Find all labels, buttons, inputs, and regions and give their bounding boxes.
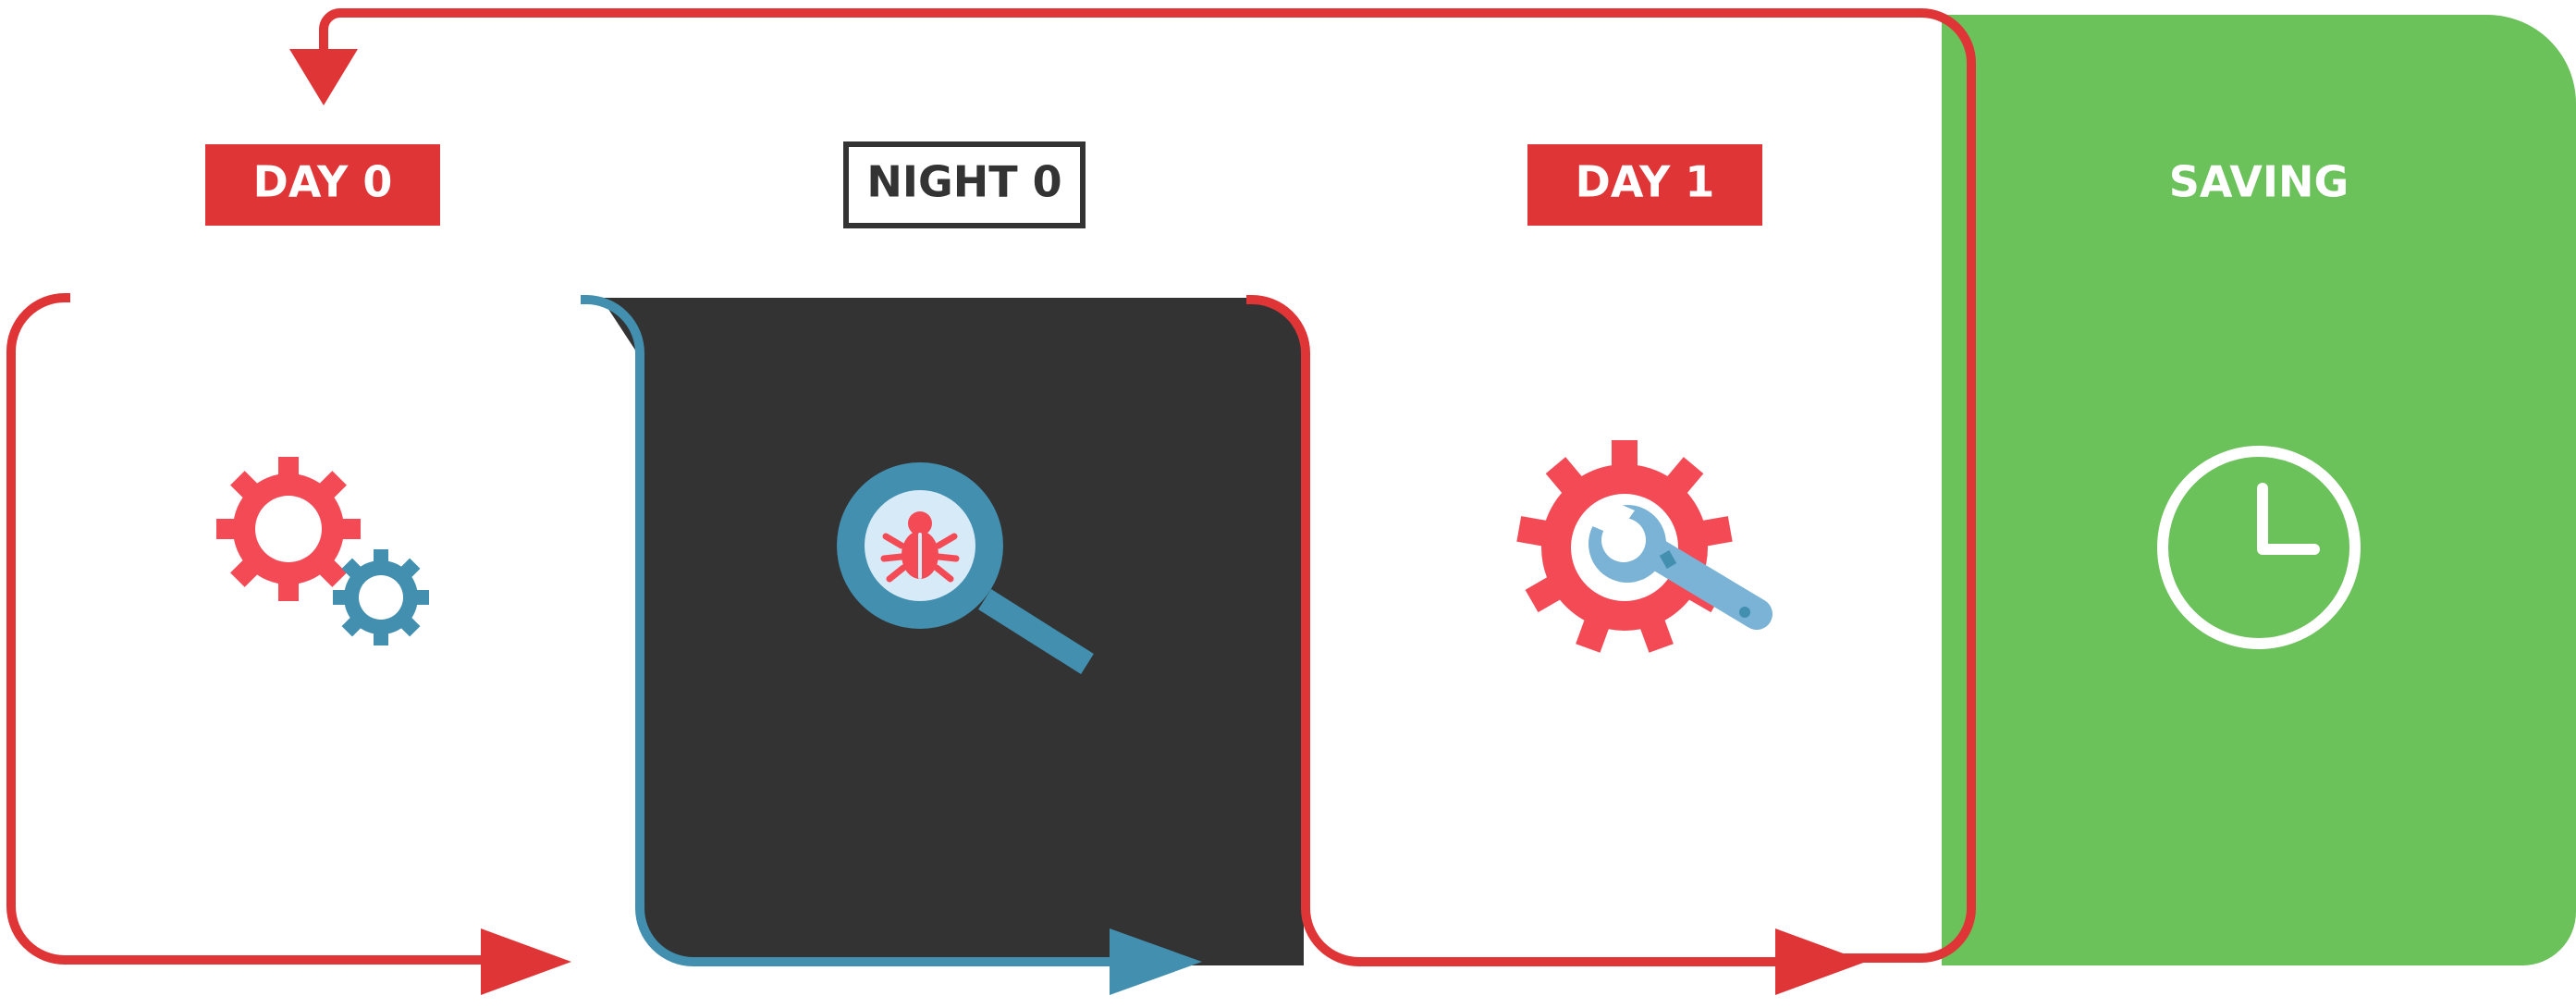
day0-arrow-head [481,928,571,995]
night0-label-text: NIGHT 0 [866,157,1061,207]
day0-label: DAY 0 [205,144,440,226]
day1-arrow-head [1775,928,1866,995]
night0-panel [601,298,1304,965]
night0-label: NIGHT 0 [843,141,1086,228]
day1-flow-line [1246,295,1785,966]
bug-icon [880,511,960,583]
day0-flow-line [6,293,490,965]
large-gear-icon [216,457,361,601]
day1-label-text: DAY 1 [1576,157,1715,207]
gears-icon [216,457,429,645]
day1-label: DAY 1 [1527,144,1762,226]
return-loop-line [319,8,1976,963]
day0-label-text: DAY 0 [253,157,393,207]
return-arrow-head [289,49,358,105]
magnifier-handle [978,589,1094,674]
gear-wrench-icon [1516,440,1773,653]
wrench-icon [1589,499,1773,630]
saving-label-text: SAVING [2169,157,2349,207]
small-gear-icon [333,549,429,645]
bug-search-icon [837,462,1094,674]
clock-icon [2157,446,2361,649]
night0-arrow-head [1110,928,1202,995]
night0-flow-line [581,295,1119,966]
